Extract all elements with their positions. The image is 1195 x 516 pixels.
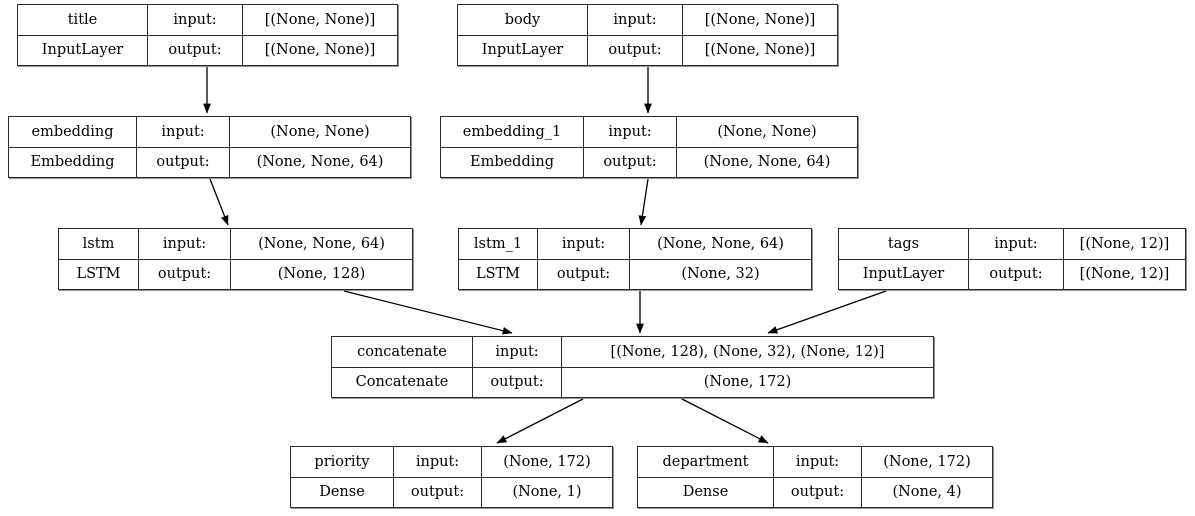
node-class-name: LSTM	[59, 259, 139, 289]
node-class-name: Dense	[638, 477, 774, 507]
node-output-label: output:	[137, 147, 230, 177]
node-input-shape: (None, None, 64)	[258, 235, 385, 252]
node-class-name: Dense	[291, 477, 394, 507]
node-input-label: input:	[538, 229, 630, 259]
node-output-shape: (None, None, 64)	[256, 154, 384, 170]
node-input-label: input:	[148, 5, 243, 35]
node-class-name: InputLayer	[458, 35, 588, 65]
edge-concatenate-to-department	[681, 398, 769, 444]
node-name: title	[18, 5, 148, 35]
node-input-shape: [(None, None)]	[264, 11, 376, 28]
node-output-shape: (None, 172)	[703, 374, 792, 390]
node-output-label: output:	[584, 147, 677, 177]
node-name: embedding_1	[441, 117, 584, 147]
edge-embedding_1-to-lstm_1	[638, 178, 649, 226]
node-input-label: input:	[588, 5, 683, 35]
node-output-shape: (None, None, 64)	[703, 154, 831, 170]
node-output-shape: (None, 1)	[512, 484, 582, 500]
edge-embedding-to-lstm	[209, 178, 229, 226]
node-output-shape: (None, 4)	[892, 484, 962, 500]
node-output-label: output:	[394, 477, 482, 507]
node-input-shape: [(None, None)]	[704, 11, 816, 28]
node-output-label: output:	[774, 477, 862, 507]
node-input-shape: (None, None)	[717, 123, 817, 140]
node-output-shape: [(None, None)]	[704, 42, 816, 58]
node-name: lstm	[59, 229, 139, 259]
node-name: concatenate	[332, 337, 473, 367]
node-output-label: output:	[969, 259, 1064, 289]
node-input-label: input:	[969, 229, 1064, 259]
node-output-shape: (None, 128)	[277, 266, 366, 282]
node-input-label: input:	[473, 337, 562, 367]
node-input-label: input:	[137, 117, 230, 147]
node-class-name: Embedding	[441, 147, 584, 177]
edge-lstm-to-concatenate	[343, 290, 513, 335]
edge-concatenate-to-priority	[496, 398, 584, 444]
node-output-label: output:	[139, 259, 231, 289]
node-name: department	[638, 447, 774, 477]
node-output-label: output:	[538, 259, 630, 289]
node-input-shape: (None, 172)	[503, 453, 591, 470]
node-input-label: input:	[394, 447, 482, 477]
node-input-label: input:	[584, 117, 677, 147]
node-input-shape: (None, None, 64)	[657, 235, 784, 252]
node-input-shape: [(None, 12)]	[1079, 235, 1170, 252]
node-name: tags	[839, 229, 969, 259]
node-input-shape: (None, 172)	[883, 453, 971, 470]
node-input-label: input:	[139, 229, 231, 259]
node-input-label: input:	[774, 447, 862, 477]
node-name: lstm_1	[459, 229, 538, 259]
node-name: body	[458, 5, 588, 35]
node-class-name: InputLayer	[839, 259, 969, 289]
node-output-shape: (None, 32)	[681, 266, 760, 282]
node-name: priority	[291, 447, 394, 477]
node-name: embedding	[9, 117, 137, 147]
node-class-name: LSTM	[459, 259, 538, 289]
node-output-shape: [(None, 12)]	[1079, 266, 1170, 282]
node-class-name: InputLayer	[18, 35, 148, 65]
node-output-label: output:	[148, 35, 243, 65]
edge-tags-to-concatenate	[767, 290, 887, 334]
node-output-shape: [(None, None)]	[264, 42, 376, 58]
node-class-name: Embedding	[9, 147, 137, 177]
node-output-label: output:	[473, 367, 562, 397]
node-class-name: Concatenate	[332, 367, 473, 397]
node-output-label: output:	[588, 35, 683, 65]
node-input-shape: (None, None)	[270, 123, 370, 140]
node-input-shape: [(None, 128), (None, 32), (None, 12)]	[610, 343, 885, 360]
